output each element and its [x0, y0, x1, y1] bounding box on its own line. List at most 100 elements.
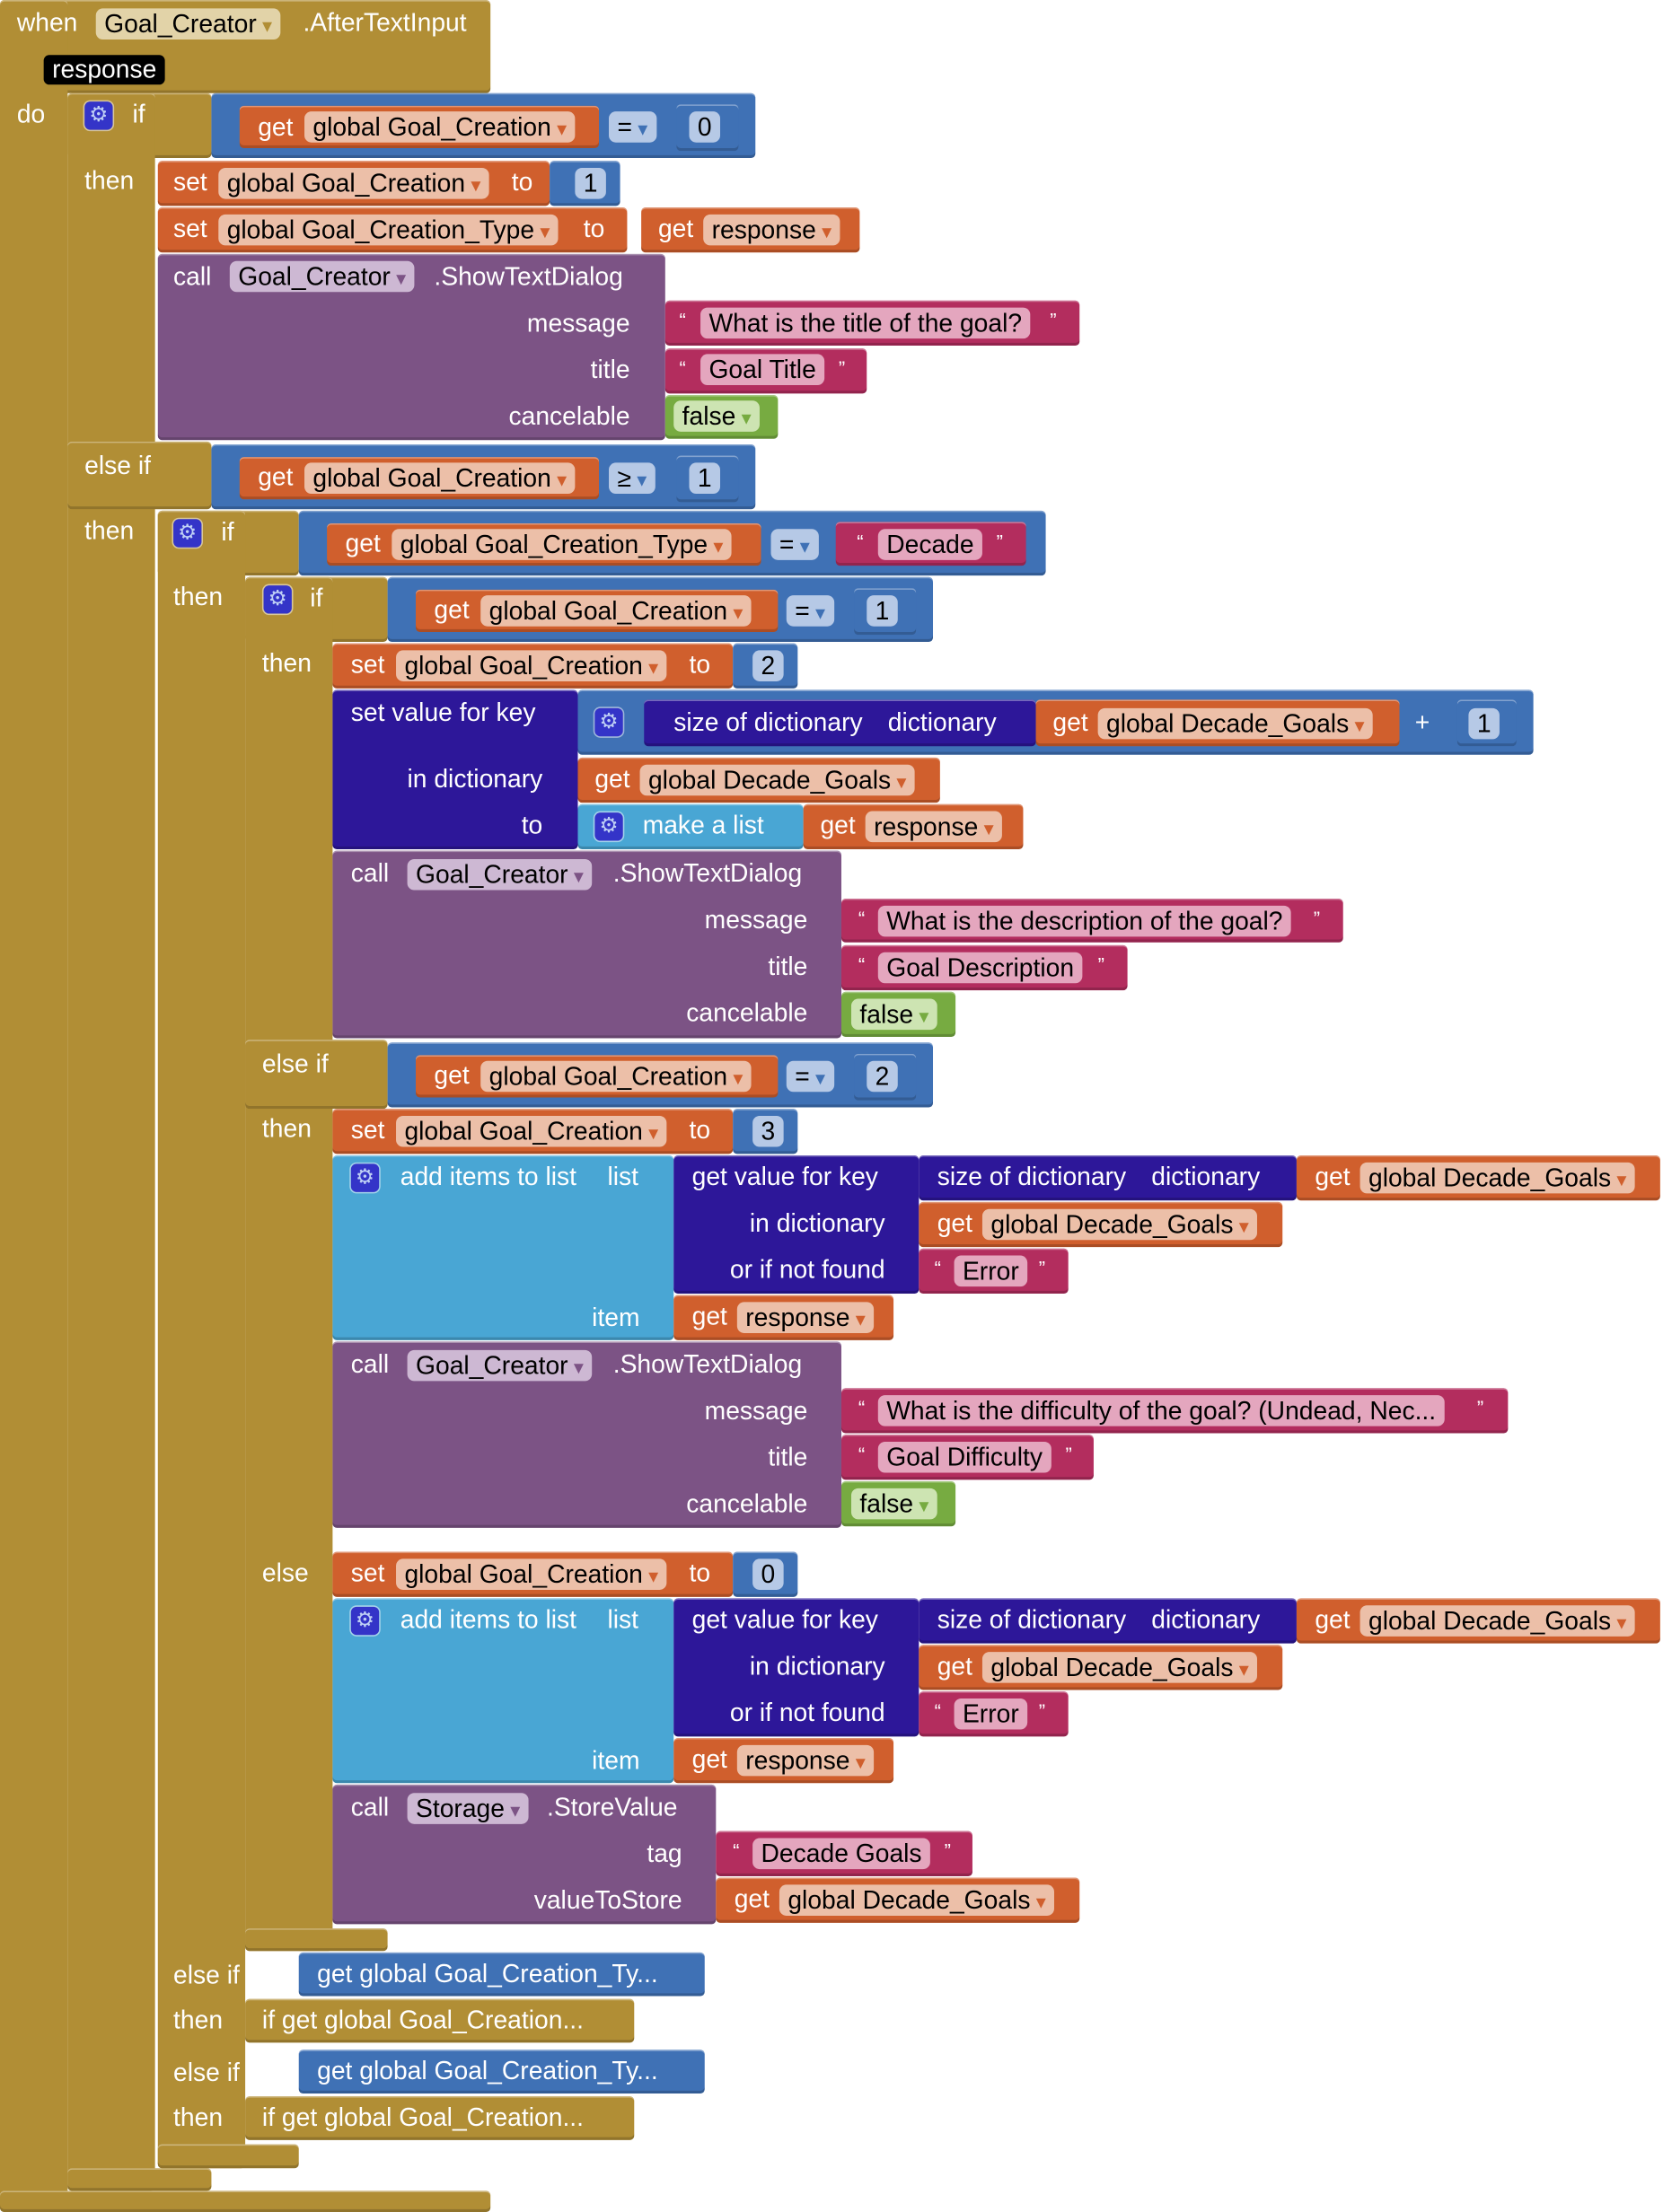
if-label: if	[310, 584, 323, 612]
text-field[interactable]: Goal Description	[877, 952, 1083, 984]
dropdown-arrow-icon: ▾	[814, 601, 826, 624]
variable-dropdown[interactable]: global Decade_Goals▾	[1359, 1605, 1635, 1637]
gear-icon[interactable]: ⚙	[173, 519, 202, 548]
component-dropdown[interactable]: Goal_Creator▾	[95, 8, 281, 40]
open-quote: “	[934, 1257, 941, 1280]
set-label: set	[173, 214, 207, 243]
dropdown-arrow-icon: ▾	[855, 1751, 866, 1774]
number-field[interactable]: 0	[689, 111, 721, 143]
variable-dropdown[interactable]: global Goal_Creation▾	[396, 1115, 667, 1147]
variable-dropdown[interactable]: global Goal_Creation_Type▾	[392, 529, 732, 560]
set-value-for-key-block[interactable]	[332, 689, 578, 849]
add-items-to-list-block[interactable]	[332, 1598, 674, 1784]
collapsed-if-block[interactable]	[245, 2096, 635, 2140]
variable-dropdown[interactable]: global Decade_Goals▾	[1359, 1162, 1635, 1194]
do-label: do	[16, 100, 46, 128]
title-label: title	[590, 355, 630, 384]
add-items-to-list-block[interactable]	[332, 1154, 674, 1340]
number-field[interactable]: 3	[752, 1115, 784, 1147]
dropdown-arrow-icon: ▾	[510, 1798, 521, 1821]
size-of-dictionary-block[interactable]	[644, 699, 1036, 747]
component-dropdown[interactable]: Goal_Creator▾	[229, 260, 415, 293]
text-field[interactable]: What is the difficulty of the goal? (Und…	[877, 1395, 1445, 1426]
gear-icon[interactable]: ⚙	[594, 812, 623, 841]
operator-dropdown[interactable]: ≥▾	[609, 462, 656, 494]
number-field[interactable]: 0	[752, 1558, 784, 1590]
gear-icon[interactable]: ⚙	[594, 707, 623, 737]
collapsed-condition-block[interactable]	[298, 2050, 705, 2094]
gear-icon[interactable]: ⚙	[350, 1606, 380, 1636]
dropdown-arrow-icon: ▾	[540, 220, 550, 243]
operator-dropdown[interactable]: =▾	[786, 595, 834, 627]
number-field[interactable]: 2	[752, 650, 784, 681]
number-field[interactable]: 1	[867, 595, 898, 627]
variable-dropdown[interactable]: global Goal_Creation▾	[218, 167, 489, 199]
number-field[interactable]: 2	[867, 1060, 898, 1093]
boolean-dropdown[interactable]: false▾	[673, 400, 761, 432]
size-of-dictionary-block[interactable]	[919, 1598, 1297, 1644]
variable-dropdown[interactable]: global Decade_Goals▾	[981, 1208, 1258, 1241]
variable-dropdown[interactable]: response▾	[703, 214, 840, 246]
get-label: get	[594, 764, 630, 794]
text-field[interactable]: Decade	[877, 529, 983, 560]
variable-dropdown[interactable]: response▾	[736, 1744, 875, 1777]
open-quote: “	[733, 1839, 740, 1863]
variable-dropdown[interactable]: global Goal_Creation▾	[304, 111, 576, 143]
dropdown-arrow-icon: ▾	[1238, 1214, 1249, 1238]
operator-dropdown[interactable]: =▾	[770, 529, 819, 560]
component-dropdown[interactable]: Goal_Creator▾	[407, 1349, 593, 1382]
gear-icon[interactable]: ⚙	[84, 101, 113, 130]
text-field[interactable]: Goal Difficulty	[877, 1441, 1051, 1473]
number-field[interactable]: 1	[575, 167, 606, 199]
component-dropdown[interactable]: Storage▾	[407, 1793, 529, 1824]
gear-icon[interactable]: ⚙	[263, 585, 292, 614]
variable-dropdown[interactable]: global Goal_Creation▾	[304, 462, 576, 494]
open-quote: “	[934, 1699, 941, 1723]
variable-dropdown[interactable]: global Goal_Creation▾	[480, 1060, 752, 1093]
operator-dropdown[interactable]: =▾	[786, 1060, 834, 1093]
variable-dropdown[interactable]: global Goal_Creation_Type▾	[218, 214, 559, 246]
variable-dropdown[interactable]: global Decade_Goals▾	[639, 764, 915, 796]
method-name: .ShowTextDialog	[434, 262, 623, 291]
get-label: get	[657, 214, 694, 243]
text-field[interactable]: What is the description of the goal?	[877, 905, 1291, 937]
variable-dropdown[interactable]: global Goal_Creation▾	[480, 595, 752, 627]
param-response[interactable]: response	[43, 55, 165, 85]
collapsed-condition-block[interactable]	[298, 1952, 705, 1997]
open-quote: “	[858, 1443, 866, 1466]
method-name: .ShowTextDialog	[612, 1349, 803, 1379]
text-field[interactable]: Decade Goals	[752, 1838, 930, 1870]
number-field[interactable]: 1	[1468, 707, 1500, 740]
variable-dropdown[interactable]: response▾	[736, 1302, 875, 1333]
collapsed-block-label: get global Goal_Creation_Ty...	[317, 2057, 658, 2085]
variable-dropdown[interactable]: global Decade_Goals▾	[1097, 707, 1373, 740]
dictionary-label: dictionary	[887, 707, 997, 737]
variable-dropdown[interactable]: global Goal_Creation▾	[396, 650, 667, 681]
text-field[interactable]: Error	[954, 1698, 1028, 1730]
variable-dropdown[interactable]: global Goal_Creation▾	[396, 1558, 667, 1590]
close-quote: ”	[1097, 953, 1104, 977]
operator-dropdown[interactable]: =▾	[609, 111, 656, 143]
text-field[interactable]: Error	[954, 1255, 1028, 1287]
variable-dropdown[interactable]: global Decade_Goals▾	[981, 1652, 1258, 1683]
text-field[interactable]: What is the title of the goal?	[700, 307, 1031, 339]
variable-dropdown[interactable]: response▾	[865, 811, 1003, 843]
get-value-for-key-block[interactable]	[673, 1154, 919, 1294]
item-label: item	[592, 1746, 640, 1775]
open-quote: “	[858, 1396, 866, 1419]
collapsed-if-block[interactable]	[245, 1998, 635, 2043]
get-value-for-key-block[interactable]	[673, 1598, 919, 1737]
get-label: get	[691, 1302, 727, 1330]
cancelable-label: cancelable	[508, 401, 630, 431]
gear-icon[interactable]: ⚙	[350, 1163, 380, 1192]
number-field[interactable]: 1	[689, 462, 721, 494]
size-of-dictionary-block[interactable]	[919, 1154, 1297, 1201]
boolean-dropdown[interactable]: false▾	[850, 1488, 937, 1520]
variable-dropdown[interactable]: global Decade_Goals▾	[779, 1884, 1055, 1916]
if-block-decade-bottom	[157, 2144, 299, 2169]
component-dropdown[interactable]: Goal_Creator▾	[407, 858, 593, 891]
text-field[interactable]: Goal Title	[700, 354, 825, 385]
boolean-dropdown[interactable]: false▾	[850, 998, 937, 1031]
if-block-elseif-row	[245, 1040, 388, 1110]
